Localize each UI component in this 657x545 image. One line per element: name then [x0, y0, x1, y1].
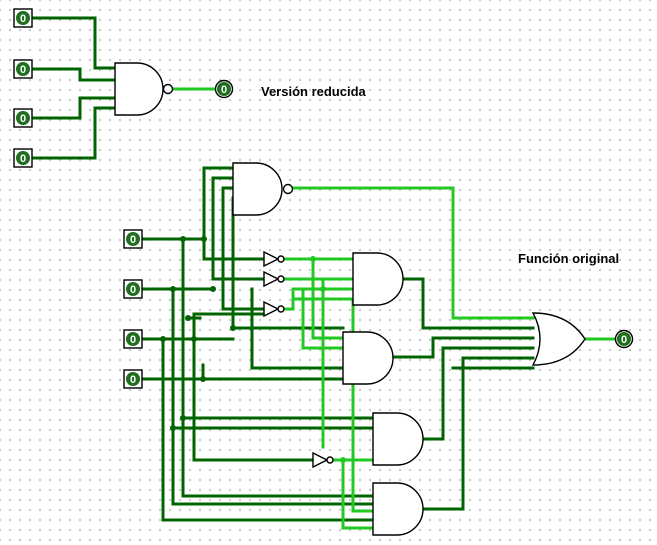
junction-dot [180, 236, 186, 242]
wires-original-bright [281, 186, 618, 530]
not-gate [263, 270, 285, 288]
wires-reduced [30, 16, 117, 160]
wire [301, 287, 345, 350]
input-pin[interactable]: 0 [123, 369, 143, 389]
junction-dot [230, 325, 236, 331]
wire [421, 356, 535, 511]
nand-gate-reduced [114, 62, 174, 116]
junction-dot [201, 236, 207, 242]
wire [192, 312, 315, 462]
junction-dot [170, 425, 176, 431]
output-value: 0 [221, 84, 227, 96]
pin-value: 0 [130, 284, 136, 296]
input-pin[interactable]: 0 [13, 148, 33, 168]
pin-value: 0 [130, 234, 136, 246]
label-original-function: Función original [518, 251, 620, 266]
output-value: 0 [621, 334, 627, 346]
output-led[interactable]: 0 [614, 329, 634, 349]
junction-dot [200, 376, 206, 382]
wire [391, 336, 535, 359]
wire [30, 106, 117, 160]
pin-value: 0 [20, 153, 26, 165]
not-gate [312, 451, 334, 469]
and-gate [372, 412, 424, 466]
input-pin[interactable]: 0 [123, 279, 143, 299]
or-gate [531, 312, 586, 366]
junction-dot [170, 286, 176, 292]
wires-original-dark [140, 166, 535, 522]
pin-value: 0 [130, 334, 136, 346]
pin-value: 0 [20, 64, 26, 76]
label-reduced-version: Versión reducida [261, 84, 366, 99]
wire [30, 67, 117, 82]
wire [341, 458, 375, 530]
wire-junctions [160, 236, 236, 431]
wire [202, 166, 265, 261]
junction-dot [210, 286, 216, 292]
nand-gate-top [232, 162, 294, 216]
input-pin[interactable]: 0 [123, 329, 143, 349]
input-pin[interactable]: 0 [13, 108, 33, 128]
pin-value: 0 [20, 113, 26, 125]
wire [291, 186, 535, 320]
wire [311, 257, 345, 340]
junction-dot [310, 256, 316, 262]
pin-value: 0 [130, 374, 136, 386]
wire-junctions-bright [310, 256, 346, 463]
input-pin[interactable]: 0 [13, 8, 33, 28]
input-pin[interactable]: 0 [13, 59, 33, 79]
wire [30, 16, 117, 70]
and-gate [352, 252, 404, 306]
output-led[interactable]: 0 [214, 79, 234, 99]
not-gate [263, 300, 285, 318]
junction-dot [185, 315, 191, 321]
wire [211, 176, 265, 281]
junction-dot [191, 336, 197, 342]
input-pin[interactable]: 0 [123, 229, 143, 249]
junction-dot [160, 336, 166, 342]
junction-dot [320, 286, 326, 292]
and-gate [372, 482, 424, 536]
wire [401, 277, 535, 330]
not-gate [263, 250, 285, 268]
wire [421, 346, 535, 441]
wire [221, 186, 265, 311]
junction-dot [180, 415, 186, 421]
junction-dot [340, 457, 346, 463]
wire [30, 96, 117, 120]
pin-value: 0 [20, 13, 26, 25]
gates [114, 62, 586, 536]
and-gate [342, 331, 394, 385]
wire [351, 297, 375, 513]
